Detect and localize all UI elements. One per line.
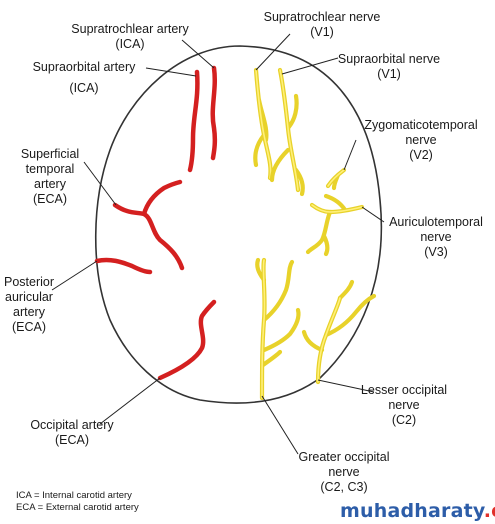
supratrochlear-artery-vessel [210,65,218,161]
greater-occipital-nerve-label: Greater occipital nerve (C2, C3) [290,450,398,495]
supratrochlear-artery-source: (ICA) [115,37,145,51]
zygomaticotemporal-nerve-vessel [325,167,347,191]
superficial-temporal-artery-branch [141,179,183,217]
supraorbital-artery-vessel [187,69,200,173]
lesser-occipital-nerve-label: Lesser occipital nerve (C2) [352,383,456,428]
zygomaticotemporal-nerve-name: Zygomaticotemporal [364,118,478,132]
greater-occipital-nerve-line2: nerve [328,465,360,479]
watermark-part1: muhadharaty [340,500,484,522]
zygomaticotemporal-nerve-label: Zygomaticotemporal nerve (V2) [356,118,486,163]
supraorbital-nerve-source: (V1) [377,67,401,81]
greater-occipital-nerve-name: Greater occipital [298,450,390,464]
supraorbital-nerve-name: Supraorbital nerve [337,52,441,66]
supraorbital-artery-label: Supraorbital artery (ICA) [24,60,144,96]
posterior-auricular-artery-source: (ECA) [11,320,47,334]
supraorbital-nerve-vessel [269,67,305,197]
lesser-occipital-nerve-name: Lesser occipital [360,383,448,397]
legend-ica: ICA = Internal carotid artery [16,490,132,501]
supraorbital-nerve-label: Supraorbital nerve (V1) [330,52,448,82]
posterior-auricular-artery-vessel [94,257,153,275]
superficial-temporal-artery-label: Superficial temporal artery (ECA) [10,147,90,207]
supratrochlear-nerve-label: Supratrochlear nerve (V1) [262,10,382,40]
supratrochlear-artery-label: Supratrochlear artery (ICA) [60,22,200,52]
auriculotemporal-nerve-vessel [305,193,365,257]
watermark: muhadharaty.com [340,500,495,522]
greater-occipital-nerve-vessel [255,257,301,401]
lesser-occipital-nerve-vessel [301,279,377,385]
superficial-temporal-artery-vessel [112,202,185,271]
supratrochlear-nerve-name: Supratrochlear nerve [263,10,381,24]
supraorbital-artery-source: (ICA) [69,81,99,95]
arteries [94,65,218,381]
posterior-auricular-artery-label: Posterior auricular artery (ECA) [0,275,58,335]
nerves [253,67,377,401]
auriculotemporal-nerve-name: Auriculotemporal [389,215,483,229]
auriculotemporal-nerve-line2: nerve [420,230,452,244]
head-outline [94,45,383,404]
superficial-temporal-artery-line1: Superficial [20,147,80,161]
legend-eca: ECA = External carotid artery [16,502,139,513]
leader-lines [51,33,385,455]
posterior-auricular-artery-line2: auricular [5,290,53,304]
occipital-artery-label: Occipital artery (ECA) [22,418,122,448]
occipital-artery-name: Occipital artery [30,418,114,432]
auriculotemporal-nerve-label: Auriculotemporal nerve (V3) [380,215,492,260]
abbreviation-legend: ICA = Internal carotid artery ECA = Exte… [16,490,139,514]
superficial-temporal-artery-line2: temporal [25,162,75,176]
lesser-occipital-nerve-line2: nerve [388,398,420,412]
lesser-occipital-nerve-source: (C2) [391,413,417,427]
supratrochlear-nerve-source: (V1) [310,25,334,39]
supratrochlear-nerve-vessel [253,67,273,181]
superficial-temporal-artery-line3: artery [34,177,66,191]
occipital-artery-vessel [157,299,217,381]
watermark-part2: .com [483,500,495,522]
posterior-auricular-artery-line1: Posterior [3,275,55,289]
occipital-artery-source: (ECA) [54,433,90,447]
zygomaticotemporal-nerve-line2: nerve [405,133,437,147]
superficial-temporal-artery-source: (ECA) [32,192,68,206]
greater-occipital-nerve-source: (C2, C3) [320,480,368,494]
zygomaticotemporal-nerve-source: (V2) [409,148,433,162]
posterior-auricular-artery-line3: artery [13,305,45,319]
supraorbital-artery-name: Supraorbital artery [32,60,136,74]
auriculotemporal-nerve-source: (V3) [424,245,448,259]
supratrochlear-artery-name: Supratrochlear artery [71,22,189,36]
